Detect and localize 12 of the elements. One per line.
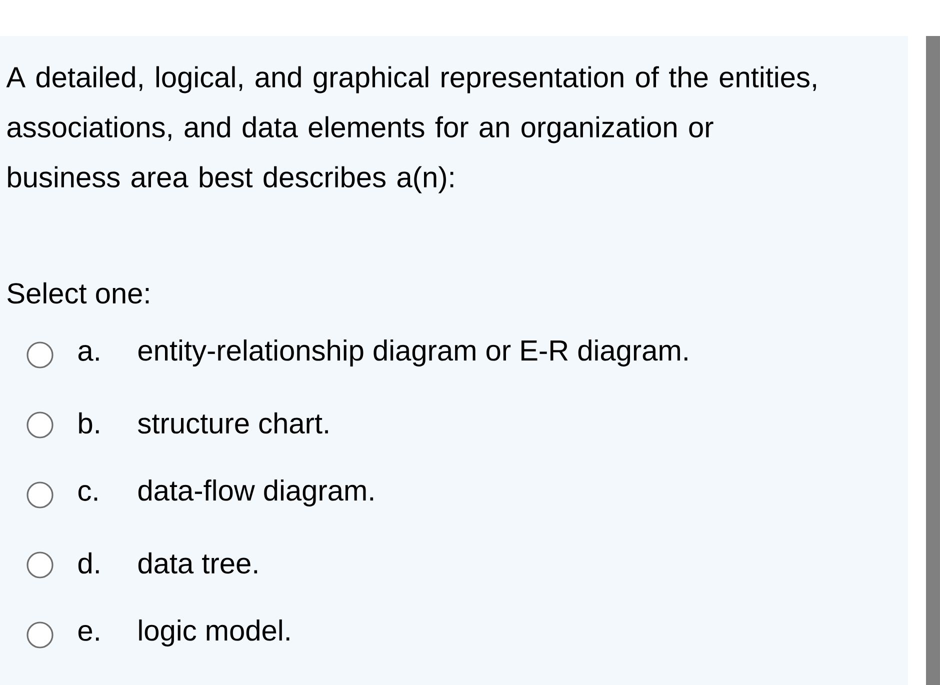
- option-letter: c.: [78, 485, 98, 501]
- option-text: logic model.: [139, 619, 290, 647]
- option-text: data-flow diagram.: [138, 479, 374, 507]
- option-text: data tree.: [138, 552, 258, 574]
- question-text: A detailed, logical, and graphical representation of the entities, associations, and data elements for an organization or business area best describes a(n):: [6, 66, 816, 194]
- option-text: structure chart.: [138, 412, 328, 434]
- option-letter: e.: [78, 625, 99, 641]
- option-letter: a.: [78, 345, 99, 361]
- option-text: entity-relationship diagram or E-R diagram.: [138, 339, 688, 367]
- option-letter: b.: [79, 412, 99, 434]
- option-letter: d.: [78, 552, 99, 574]
- prompt-text: Select one:: [8, 282, 149, 304]
